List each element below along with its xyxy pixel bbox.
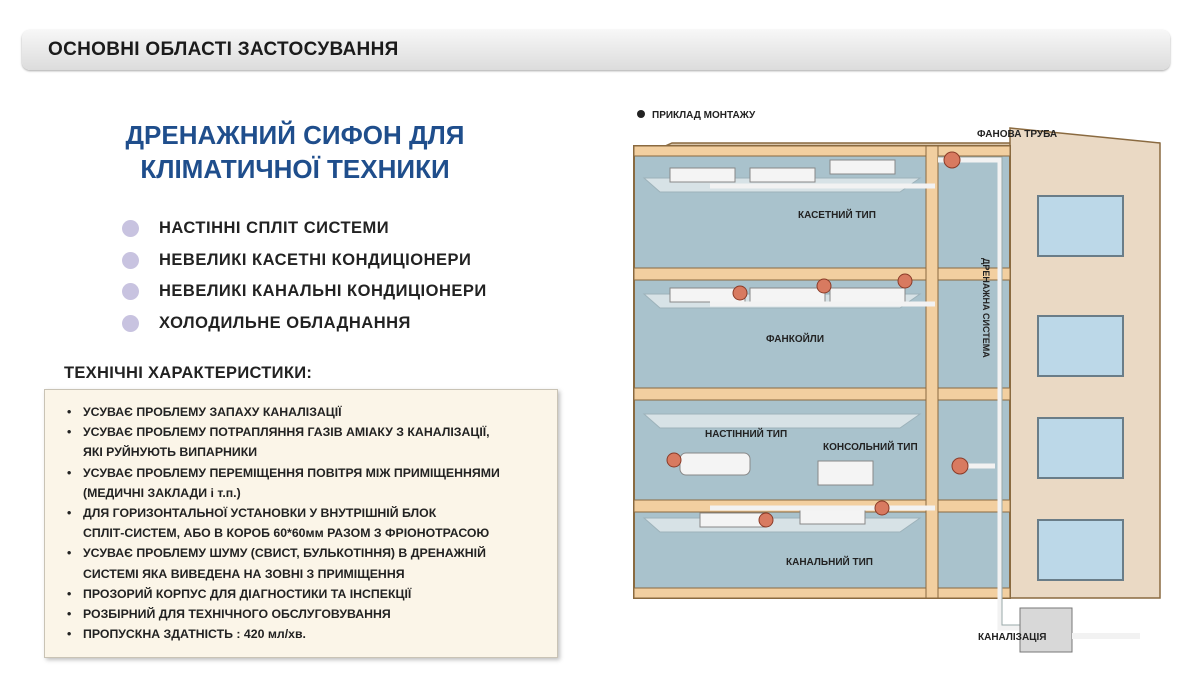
application-label: НАСТІННІ СПЛІТ СИСТЕМИ	[159, 219, 390, 238]
duct-units	[699, 509, 866, 528]
header-bar: ОСНОВНІ ОБЛАСТІ ЗАСТОСУВАННЯ	[22, 30, 1170, 70]
legend-label: ПРИКЛАД МОНТАЖУ	[652, 110, 756, 121]
bullet-icon	[122, 251, 139, 269]
siphon-traps	[666, 151, 969, 528]
main-title-line-1: ДРЕНАЖНИЙ СИФОН ДЛЯ	[125, 120, 465, 150]
spec-item: РОЗБІРНИЙ ДЛЯ ТЕХНІЧНОГО ОБСЛУГОВУВАННЯ	[67, 604, 547, 624]
main-title: ДРЕНАЖНИЙ СИФОН ДЛЯ КЛІМАТИЧНОЇ ТЕХНИКИ	[70, 118, 520, 186]
specs-heading: ТЕХНІЧНІ ХАРАКТЕРИСТИКИ:	[64, 364, 313, 382]
label-fancoil: ФАНКОЙЛИ	[766, 332, 824, 345]
specs-box: УСУВАЄ ПРОБЛЕМУ ЗАПАХУ КАНАЛІЗАЦІЇ УСУВА…	[44, 389, 558, 658]
legend-dot-icon	[637, 110, 645, 118]
bullet-icon	[122, 314, 139, 332]
sewer-box	[1019, 607, 1073, 653]
spec-item: ПРОЗОРИЙ КОРПУС ДЛЯ ДІАГНОСТИКИ ТА ІНСПЕ…	[67, 584, 547, 604]
list-item: НЕВЕЛИКІ КАНАЛЬНІ КОНДИЦІОНЕРИ	[122, 276, 487, 308]
spec-item: ПРОПУСКНА ЗДАТНІСТЬ : 420 мл/хв.	[67, 624, 547, 644]
bullet-icon	[122, 283, 139, 301]
spec-item: УСУВАЄ ПРОБЛЕМУ ПОТРАПЛЯННЯ ГАЗІВ АМІАКУ…	[67, 422, 547, 462]
main-title-line-2: КЛІМАТИЧНОЇ ТЕХНИКИ	[140, 154, 450, 184]
application-label: НЕВЕЛИКІ КАНАЛЬНІ КОНДИЦІОНЕРИ	[159, 282, 487, 301]
bullet-icon	[122, 220, 139, 238]
label-console: КОНСОЛЬНИЙ ТИП	[823, 440, 918, 453]
cassette-units	[669, 159, 896, 183]
wall-unit	[679, 452, 751, 476]
list-item: НАСТІННІ СПЛІТ СИСТЕМИ	[122, 213, 487, 245]
page-title: ОСНОВНІ ОБЛАСТІ ЗАСТОСУВАННЯ	[48, 39, 399, 60]
label-wall: НАСТІННИЙ ТИП	[705, 427, 787, 440]
pipe-outlines	[938, 156, 1020, 626]
fancoil-units	[669, 287, 906, 303]
label-duct: КАНАЛЬНИЙ ТИП	[786, 555, 873, 568]
application-label: НЕВЕЛИКІ КАСЕТНІ КОНДИЦІОНЕРИ	[159, 250, 472, 269]
label-riser: ФАНОВА ТРУБА	[977, 129, 1057, 140]
label-sewer: КАНАЛІЗАЦІЯ	[978, 632, 1046, 643]
specs-list: УСУВАЄ ПРОБЛЕМУ ЗАПАХУ КАНАЛІЗАЦІЇ УСУВА…	[67, 402, 547, 645]
label-drainage-system: ДРЕНАЖНА СИСТЕМА	[981, 258, 991, 358]
console-unit	[817, 460, 874, 486]
list-item: ХОЛОДИЛЬНЕ ОБЛАДНАННЯ	[122, 308, 487, 340]
spec-item: ДЛЯ ГОРИЗОНТАЛЬНОЇ УСТАНОВКИ У ВНУТРІШНІ…	[67, 503, 547, 543]
installation-diagram: ПРИКЛАД МОНТАЖУ	[633, 110, 1161, 653]
facade-windows	[1037, 195, 1124, 581]
label-cassette: КАСЕТНИЙ ТИП	[798, 208, 876, 221]
drain-pipes	[710, 157, 1020, 631]
application-label: ХОЛОДИЛЬНЕ ОБЛАДНАННЯ	[159, 313, 411, 332]
spec-item: УСУВАЄ ПРОБЛЕМУ ЗАПАХУ КАНАЛІЗАЦІЇ	[67, 402, 547, 422]
list-item: НЕВЕЛИКІ КАСЕТНІ КОНДИЦІОНЕРИ	[122, 245, 487, 277]
spec-item: УСУВАЄ ПРОБЛЕМУ ШУМУ (СВИСТ, БУЛЬКОТІННЯ…	[67, 543, 547, 583]
spec-item: УСУВАЄ ПРОБЛЕМУ ПЕРЕМІЩЕННЯ ПОВІТРЯ МІЖ …	[67, 463, 547, 503]
applications-list: НАСТІННІ СПЛІТ СИСТЕМИ НЕВЕЛИКІ КАСЕТНІ …	[122, 213, 487, 339]
